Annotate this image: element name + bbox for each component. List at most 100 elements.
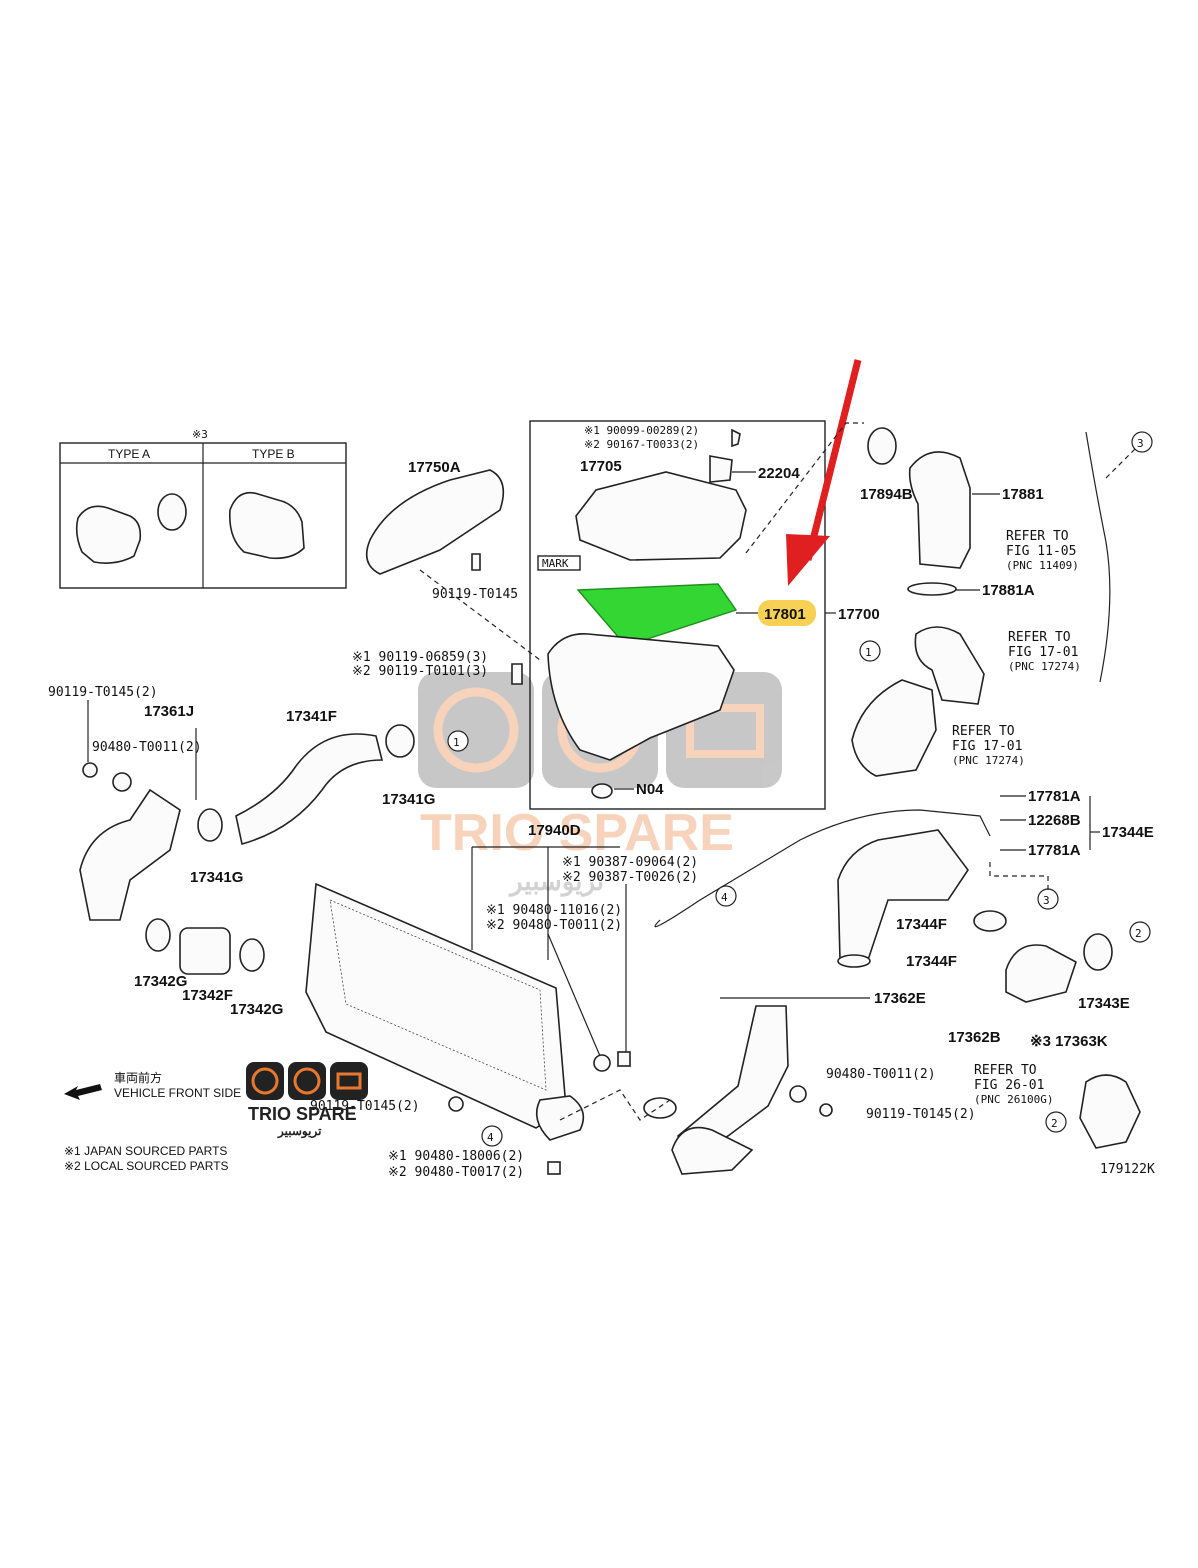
- label-17343e: 17343E: [1078, 995, 1130, 1012]
- element-label-highlight: [758, 600, 816, 626]
- label-17363k: ※3 17363K: [1030, 1033, 1108, 1050]
- air-cleaner-cap: [575, 471, 747, 561]
- refer-26-fig: FIG 26-01: [974, 1078, 1044, 1093]
- screw-label-1: ※1 90099-00289(2): [584, 424, 699, 437]
- note-japan-sourced: ※1 JAPAN SOURCED PARTS: [64, 1144, 227, 1158]
- label-17362e: 17362E: [874, 990, 926, 1007]
- fitting-17363k: [1005, 944, 1077, 1003]
- label-17341g-b: 17341G: [190, 869, 243, 886]
- grommet-c: [789, 1085, 807, 1103]
- note-local-sourced: ※2 LOCAL SOURCED PARTS: [64, 1159, 229, 1173]
- type-b-hose-fitting: [228, 491, 305, 560]
- refer-26-pnc: (PNC 26100G): [974, 1093, 1053, 1106]
- clamp-17362e: [643, 1097, 677, 1119]
- refer-26-title: REFER TO: [974, 1063, 1037, 1078]
- label-nut-2: ※2 90387-T0026(2): [562, 870, 698, 885]
- callout-1-left: 1: [453, 736, 460, 749]
- type-a-hose-fitting: [75, 505, 142, 564]
- label-17341g-a: 17341G: [382, 791, 435, 808]
- label-90480-t0011-b: 90480-T0011(2): [826, 1067, 936, 1082]
- label-17344f-a: 17344F: [896, 916, 947, 933]
- label-17342f: 17342F: [182, 987, 233, 1004]
- label-90119-t0145-2: 90119-T0145(2): [48, 685, 158, 700]
- label-plug-2: ※2 90480-T0017(2): [388, 1165, 524, 1180]
- label-17342g-b: 17342G: [230, 1001, 283, 1018]
- figure-number: 179122K: [1100, 1162, 1155, 1177]
- refer-11-pnc: (PNC 11409): [1006, 559, 1079, 572]
- callout-2-bottom: 2: [1051, 1117, 1058, 1130]
- air-filter-element-highlighted: [576, 583, 738, 647]
- air-intake-duct: [365, 469, 505, 575]
- air-cleaner-case: [547, 633, 735, 761]
- nut-part: [617, 1051, 631, 1067]
- grommet-a: [112, 772, 132, 792]
- vehicle-front-arrow-icon: [64, 1084, 102, 1100]
- type-legend-box: ※3 TYPE A TYPE B: [59, 428, 347, 589]
- callout-2-bottom-circle: [1045, 1111, 1067, 1133]
- turbo-pipe-17361j: [79, 788, 181, 921]
- label-90119-t0145-c: 90119-T0145(2): [866, 1107, 976, 1122]
- cap-label: 17705: [580, 458, 622, 475]
- label-17342g-a: 17342G: [134, 973, 187, 990]
- legend-note: ※3: [192, 428, 208, 441]
- watermark-engine-icon: [686, 704, 764, 758]
- clamp-17344f-a: [973, 910, 1007, 932]
- legend-type-a: TYPE A: [108, 447, 150, 461]
- fitting-refer-17274-b: [851, 679, 937, 777]
- refer-17a-pnc: (PNC 17274): [1008, 660, 1081, 673]
- air-cleaner-frame: [529, 420, 826, 810]
- refer-17b-title: REFER TO: [952, 724, 1015, 739]
- bolt-d: [448, 1096, 464, 1112]
- label-90119-t0145-b: 90119-T0145(2): [310, 1099, 420, 1114]
- callout-4-mid-circle: [715, 885, 737, 907]
- dipstick-tube: [1085, 431, 1111, 683]
- clamp-17342g-a: [145, 918, 171, 952]
- callout-3-top-circle: [1131, 431, 1153, 453]
- label-17341f: 17341F: [286, 708, 337, 725]
- label-17781a-a: 17781A: [1028, 788, 1081, 805]
- refer-17a-title: REFER TO: [1008, 630, 1071, 645]
- label-nut-1: ※1 90387-09064(2): [562, 855, 698, 870]
- callout-2-top-circle: [1129, 921, 1151, 943]
- label-17362b: 17362B: [948, 1029, 1001, 1046]
- n04-grommet: [591, 783, 613, 799]
- refer-17a-fig: FIG 17-01: [1008, 645, 1078, 660]
- clamp-17894b: [867, 427, 897, 465]
- intercooler: [305, 882, 567, 1129]
- label-12268b: 12268B: [1028, 812, 1081, 829]
- label-17361j: 17361J: [144, 703, 194, 720]
- hose-17342f: [179, 927, 231, 975]
- label-17940d: 17940D: [528, 822, 581, 839]
- plug-part: [547, 1161, 561, 1175]
- callout-3-mid: 3: [1043, 894, 1050, 907]
- pipe-outlet: [671, 1126, 754, 1175]
- vehicle-front-text: VEHICLE FRONT SIDE: [114, 1086, 241, 1100]
- clamp-17341g-a: [385, 724, 415, 758]
- logo-brand-text: TRIO SPARE: [248, 1104, 357, 1124]
- turbo-pipe-17362b: [677, 1005, 789, 1158]
- intercooler-outlet: [535, 1095, 585, 1141]
- refer-17b-fig: FIG 17-01: [952, 739, 1022, 754]
- throttle-body: [1079, 1074, 1141, 1149]
- callout-3-top: 3: [1137, 437, 1144, 450]
- bolt-b: [511, 663, 523, 685]
- label-17881: 17881: [1002, 486, 1044, 503]
- label-17344e: 17344E: [1102, 824, 1154, 841]
- watermark-turbo-icon: [433, 687, 519, 773]
- logo-arabic-text: تريوسبير: [277, 1124, 322, 1139]
- hose-17341f: [235, 733, 384, 846]
- callout-1-right-circle: [859, 640, 881, 662]
- type-a-clamp: [157, 493, 187, 531]
- clamp-17342g-b: [239, 938, 265, 972]
- refer-11-fig: FIG 11-05: [1006, 544, 1076, 559]
- watermark-turbo-tile: [418, 672, 534, 788]
- grommet-b: [593, 1054, 611, 1072]
- callout-1-left-circle: [447, 730, 469, 752]
- label-90480-t0011-2: 90480-T0011(2): [92, 740, 202, 755]
- label-17894b: 17894B: [860, 486, 913, 503]
- red-pointer-arrow: [786, 359, 862, 586]
- callout-4-left: 4: [487, 1131, 494, 1144]
- mark-label: MARK: [542, 557, 569, 570]
- label-90119-t0145-a: 90119-T0145: [432, 587, 518, 602]
- label-bolt-1: ※1 90119-06859(3): [352, 650, 488, 665]
